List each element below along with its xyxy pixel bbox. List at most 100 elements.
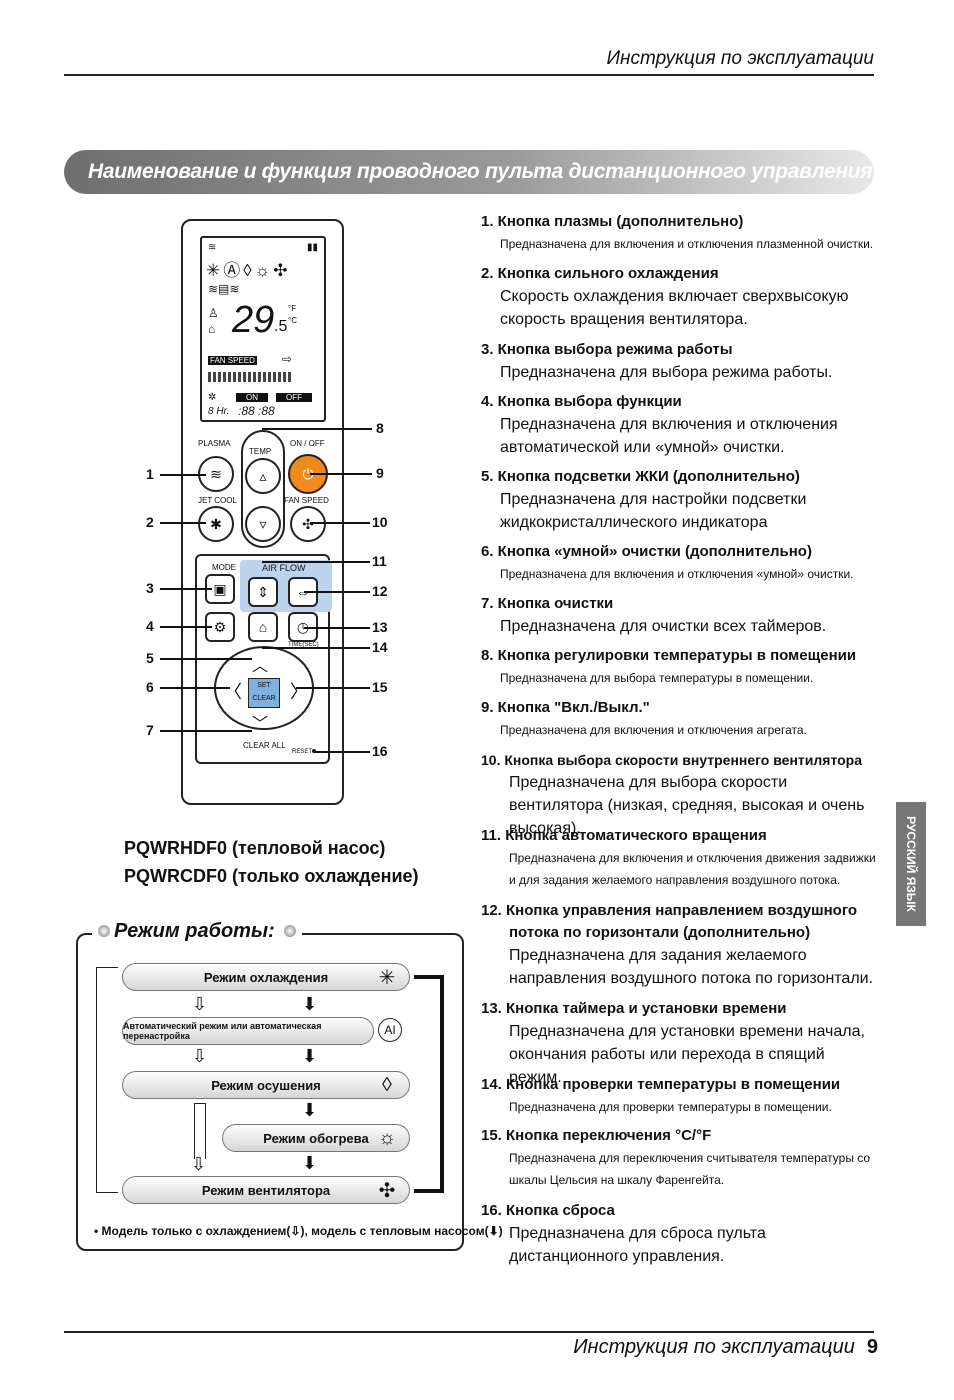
outline-arrow-icon: ⇩ <box>290 1224 301 1238</box>
plasma-icon: ≋ <box>210 465 222 482</box>
function-item-7: 7. Кнопка очистки Предназначена для очис… <box>481 595 827 635</box>
auto-swing-button[interactable]: ⇕ <box>248 577 278 607</box>
room-temp-button[interactable]: ⌂ <box>248 612 278 642</box>
function-item-3: 3. Кнопка выбора режима работы Предназна… <box>481 341 833 381</box>
callout-4: 4 <box>146 618 154 634</box>
language-tab: РУССКИЙ ЯЗЫК <box>896 802 926 926</box>
snowflake-icon: ✳ <box>378 966 396 989</box>
jet-cool-button[interactable]: ✱ <box>198 506 234 542</box>
function-item-14: 14. Кнопка проверки температуры в помеще… <box>481 1076 841 1114</box>
leader-1 <box>160 474 206 476</box>
dpad-up-button[interactable]: ︿ <box>252 658 269 675</box>
plasma-label: PLASMA <box>198 439 231 448</box>
callout-7: 7 <box>146 722 154 738</box>
dpad-down-button[interactable]: ﹀ <box>252 716 269 733</box>
temp-down-button[interactable]: ▿ <box>245 506 281 542</box>
callout-10: 10 <box>372 514 388 530</box>
temp-up-button[interactable]: ▵ <box>245 458 281 494</box>
lcd-home-icon: ⌂ <box>208 322 216 336</box>
time-label: TIME(SEC) <box>288 642 319 648</box>
leader-13 <box>304 627 370 629</box>
leader-5 <box>160 658 252 660</box>
lcd-airflow-icons: ≋▤≋ <box>208 282 240 296</box>
leader-10 <box>310 522 370 524</box>
home-icon: ⌂ <box>258 619 268 635</box>
leader-2 <box>160 522 206 524</box>
lcd-timer: 8 Hr. <box>208 406 230 417</box>
leader-16 <box>314 751 370 753</box>
footer-rule <box>64 1331 874 1333</box>
leader-9 <box>310 473 372 475</box>
callout-12: 12 <box>372 583 388 599</box>
leader-3 <box>160 588 212 590</box>
lcd-unit-c: °C <box>288 316 297 325</box>
leader-4 <box>160 626 212 628</box>
power-icon: ⏻ <box>302 465 314 482</box>
callout-1: 1 <box>146 466 154 482</box>
lcd-temperature: 29 <box>232 299 275 341</box>
outline-arrow-icon: ⇩ <box>192 1046 208 1066</box>
bullet-icon <box>98 925 110 937</box>
fanspeed-label: FAN SPEED <box>284 496 329 505</box>
fan-speed-button[interactable]: ✣ <box>290 506 326 542</box>
model-heatpump: PQWRHDF0 (тепловой насос) <box>124 838 386 858</box>
dpad-right-button[interactable]: 〉 <box>290 682 308 702</box>
function-item-5: 5. Кнопка подсветки ЖКИ (дополнительно) … <box>481 468 807 531</box>
outline-loop-line <box>96 967 118 1193</box>
function-item-16: 16. Кнопка сброса Предназначена для сбро… <box>481 1202 766 1265</box>
mode-pill-auto: Автоматический режим или автоматическая … <box>122 1017 374 1045</box>
horizontal-swing-button[interactable]: ⇔ <box>288 577 318 607</box>
horizontal-swing-icon: ⇔ <box>296 584 310 600</box>
set-clear-button[interactable]: SET CLEAR <box>248 678 280 708</box>
lcd-fan-speed: FAN SPEED <box>208 356 257 365</box>
function-item-1: 1. Кнопка плазмы (дополнительно) Предназ… <box>481 213 874 251</box>
bullet-icon <box>284 925 297 937</box>
function-item-13: 13. Кнопка таймера и установки времени П… <box>481 1000 865 1086</box>
solid-loop-line <box>414 975 444 1193</box>
clock-icon: ◷ <box>296 618 310 635</box>
chevron-down-icon: ▿ <box>259 515 267 532</box>
mode-label: MODE <box>212 563 236 572</box>
lcd-mode-icons: ✳Ⓐ◊☼✣ <box>206 261 291 280</box>
vertical-swing-icon: ⇕ <box>257 583 269 600</box>
leader-15 <box>296 687 370 689</box>
footer-text: Инструкция по эксплуатации <box>573 1336 855 1358</box>
mode-pill-heat: Режим обогрева <box>222 1124 410 1152</box>
dpad-left-button[interactable]: 〈 <box>224 682 242 702</box>
onoff-label: ON / OFF <box>290 439 325 448</box>
function-item-15: 15. Кнопка переключения °C/°F Предназнач… <box>481 1127 871 1187</box>
callout-3: 3 <box>146 580 154 596</box>
lcd-person-icon: ♙ <box>208 306 219 320</box>
function-item-9: 9. Кнопка "Вкл./Выкл." Предназначена для… <box>481 699 807 737</box>
solid-arrow-icon: ⬇ <box>302 1153 318 1173</box>
function-item-6: 6. Кнопка «умной» очистки (дополнительно… <box>481 543 854 581</box>
lcd-decimal: .5 <box>274 318 288 335</box>
callout-14: 14 <box>372 639 388 655</box>
leader-14 <box>262 647 370 649</box>
outline-arrow-icon: ⇩ <box>191 1154 207 1174</box>
gear-icon: ⚙ <box>213 618 227 635</box>
outline-long-arrow <box>194 1103 206 1159</box>
lcd-unit-f: °F <box>288 304 297 313</box>
set-label: SET <box>257 682 271 689</box>
mode-pill-dry: Режим осушения <box>122 1071 410 1099</box>
lcd-off: OFF <box>276 393 312 402</box>
function-item-4: 4. Кнопка выбора функции Предназначена д… <box>481 393 838 456</box>
callout-13: 13 <box>372 619 388 635</box>
clear-label: CLEAR <box>252 695 276 702</box>
battery-icon: ▮▮ <box>306 242 318 253</box>
temp-rocker <box>241 430 285 548</box>
lcd-fan-bar <box>208 372 292 382</box>
model-coolonly: PQWRCDF0 (только охлаждение) <box>124 866 419 886</box>
lcd-star-icon: ✲ <box>208 392 217 403</box>
function-item-2: 2. Кнопка сильного охлаждения Скорость о… <box>481 265 849 328</box>
callout-9: 9 <box>376 465 384 481</box>
callout-8: 8 <box>376 420 384 436</box>
mode-pill-fan: Режим вентилятора <box>122 1176 410 1204</box>
function-item-10: 10. Кнопка выбора скорости внутреннего в… <box>481 752 865 837</box>
clearall-label: CLEAR ALL <box>243 741 286 750</box>
fan-icon: ✣ <box>302 515 314 532</box>
solid-arrow-icon: ⬇ <box>302 1100 318 1120</box>
signal-icon: ≋ <box>208 242 217 253</box>
